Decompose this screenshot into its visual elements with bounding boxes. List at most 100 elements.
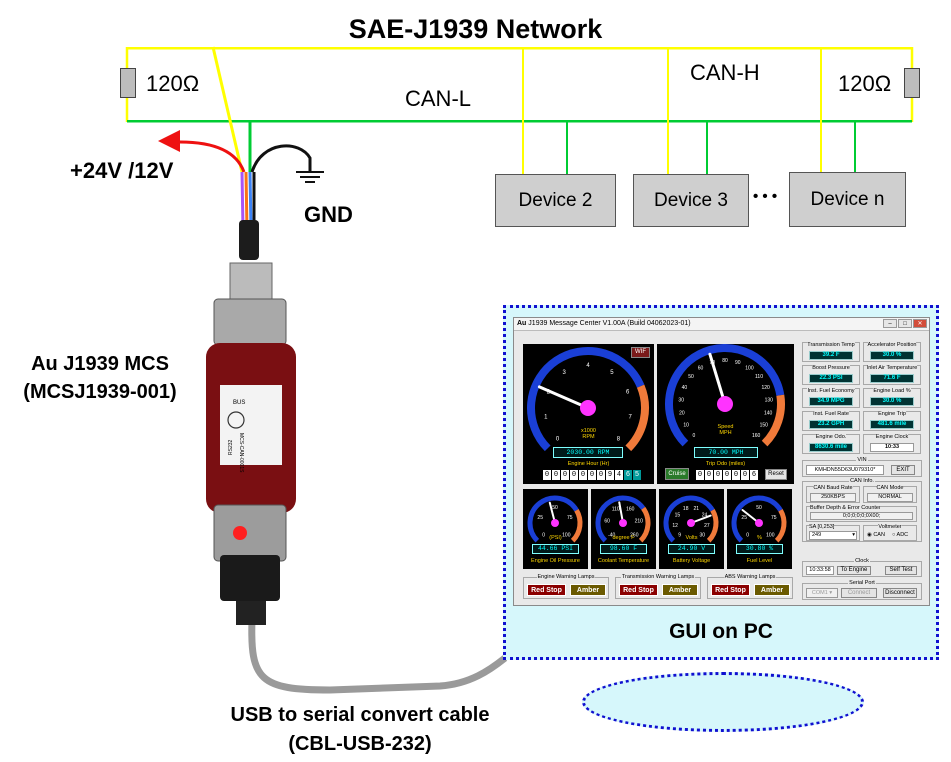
vin-group: VIN KMHDN55D63U079310* EXIT bbox=[802, 457, 922, 477]
speed-gauge-tick-label: 50 bbox=[688, 374, 694, 380]
device-2-label: Device 2 bbox=[518, 189, 593, 211]
small-gauge-tick-label: 30 bbox=[700, 532, 706, 538]
trip-odo-label: Trip Odo (miles) bbox=[705, 461, 746, 467]
small-gauge-tick-label: 100 bbox=[562, 532, 571, 538]
sa-select[interactable]: 249 ▾ bbox=[809, 531, 857, 540]
buffer-value: 0;0;0;0;0;0X00; bbox=[810, 512, 913, 520]
small-gauge-tick-label: 15 bbox=[675, 512, 681, 518]
disconnect-button[interactable]: Disconnect bbox=[883, 588, 917, 598]
odo-digit: 0 bbox=[588, 470, 596, 480]
small-gauge-readout: 98.60 F bbox=[600, 544, 647, 554]
rpm-gauge-hub bbox=[580, 400, 596, 416]
device-model-label: MCS-CAN-0001S bbox=[238, 433, 244, 473]
small-gauge-unit: Volts bbox=[685, 535, 698, 541]
odo-digit: 0 bbox=[570, 470, 578, 480]
small-gauge-tick-label: 12 bbox=[672, 523, 678, 529]
cable-label-line1: USB to serial convert cable bbox=[230, 704, 490, 726]
speed-gauge-hub bbox=[717, 396, 733, 412]
vin-field[interactable]: KMHDN55D63U079310* bbox=[806, 465, 884, 475]
small-gauge-hub bbox=[619, 519, 627, 527]
device-3-label: Device 3 bbox=[654, 189, 728, 211]
monitor-label: GUI on PC bbox=[669, 620, 773, 643]
amber-lamp: Amber bbox=[662, 584, 698, 596]
can-info-group: CAN Info. CAN Baud Rate 250KBPS CAN Mode… bbox=[802, 478, 922, 542]
volt-can-radio[interactable]: ◉ CAN bbox=[867, 532, 885, 538]
odo-digit: 0 bbox=[543, 470, 551, 480]
serial-port-group: Serial Port COM1 ▾ Connect Disconnect bbox=[802, 580, 922, 600]
small-gauge-arc-normal bbox=[663, 495, 715, 543]
small-gauge-arc-normal bbox=[595, 495, 646, 543]
speed-gauge-tick-label: 110 bbox=[755, 374, 763, 380]
pc-monitor-stand bbox=[582, 672, 864, 732]
baud-rate-group: CAN Baud Rate 250KBPS bbox=[806, 485, 860, 503]
small-gauge-unit: (PSI) bbox=[549, 535, 562, 541]
cruise-button[interactable]: Cruise bbox=[665, 468, 689, 480]
readout-label: Accelerator Position bbox=[867, 342, 917, 348]
small-gauge-readout: 24.90 V bbox=[668, 544, 715, 554]
odo-digit: 0 bbox=[597, 470, 605, 480]
speed-gauge-tick-label: 160 bbox=[752, 433, 761, 439]
small-gauge-unit: % bbox=[757, 535, 762, 541]
connect-button[interactable]: Connect bbox=[841, 588, 877, 598]
readout-label: Inst. Fuel Rate bbox=[813, 411, 849, 417]
resistor-right-label: 120Ω bbox=[838, 71, 892, 96]
mcs-label-line1: Au J1939 MCS bbox=[31, 353, 169, 375]
can-l-rail bbox=[127, 120, 912, 123]
device-2: Device 2 bbox=[495, 174, 616, 227]
odo-digit: 0 bbox=[732, 470, 740, 480]
readout-label: Transmission Temp bbox=[807, 342, 855, 348]
small-gauge-tick-label: 100 bbox=[766, 532, 775, 538]
rpm-gauge-arc-normal bbox=[527, 347, 645, 452]
volt-adc-radio[interactable]: ○ ADC bbox=[892, 532, 909, 538]
readout-value: 8630.6 mile bbox=[809, 443, 853, 452]
rpm-gauge-tick-label: 1 bbox=[544, 414, 548, 420]
volt-adc-label: ADC bbox=[896, 532, 909, 538]
close-button[interactable]: ✕ bbox=[913, 319, 927, 328]
small-gauge-hub bbox=[687, 519, 695, 527]
speed-unit2: MPH bbox=[719, 430, 732, 436]
speed-gauge-needle bbox=[708, 352, 727, 406]
readout-label: Inlet Air Temperature bbox=[866, 365, 918, 371]
buffer-label: Buffer Depth & Error Counter bbox=[810, 505, 881, 511]
speed-gauge-tick-label: 130 bbox=[765, 398, 774, 404]
cable-label-line2: (CBL-USB-232) bbox=[288, 733, 432, 755]
small-gauge-label: Coolant Temperature bbox=[597, 558, 650, 564]
rpm-gauge-tick-label: 2 bbox=[547, 390, 551, 396]
sa-group: SA [0,253] 249 ▾ bbox=[806, 524, 860, 541]
maximize-button[interactable]: □ bbox=[898, 319, 912, 328]
rpm-unit1: x1000 bbox=[581, 428, 596, 434]
self-test-button[interactable]: Self Test bbox=[885, 566, 917, 575]
odo-digit: 9 bbox=[606, 470, 614, 480]
minimize-button[interactable]: – bbox=[883, 319, 897, 328]
speed-gauge-arc-red bbox=[761, 394, 785, 447]
terminator-left-icon bbox=[120, 68, 136, 98]
com-select[interactable]: COM1 ▾ bbox=[806, 588, 838, 598]
small-gauge-tick-label: 50 bbox=[756, 505, 762, 511]
exit-button[interactable]: EXIT bbox=[891, 465, 915, 475]
small-gauge-hub bbox=[551, 519, 559, 527]
reset-button[interactable]: Reset bbox=[765, 469, 787, 480]
small-gauge-tick-label: 110 bbox=[612, 507, 620, 513]
rpm-readout: 2030.00 RPM bbox=[553, 447, 623, 458]
clock-label: Clock bbox=[854, 558, 870, 564]
readout-label: Boost Pressure bbox=[812, 365, 850, 371]
speed-gauge-tick-label: 100 bbox=[745, 365, 754, 371]
to-engine-button[interactable]: To Engine bbox=[837, 566, 871, 575]
speed-gauge-tick-label: 0 bbox=[692, 433, 695, 439]
device-n-label: Device n bbox=[810, 188, 885, 210]
device-n: Device n bbox=[789, 172, 906, 227]
voltmeter-group: Voltmeter ◉ CAN ○ ADC bbox=[863, 524, 917, 541]
rpm-gauge-tick-label: 3 bbox=[562, 370, 566, 376]
odo-digit: 0 bbox=[705, 470, 713, 480]
small-gauge-label: Engine Oil Pressure bbox=[531, 558, 580, 564]
mcs-device: BUS MCS-CAN-0001S RS232 bbox=[200, 255, 300, 625]
gui-titlebar: Au J1939 Message Center V1.00A (Build 04… bbox=[514, 318, 929, 331]
